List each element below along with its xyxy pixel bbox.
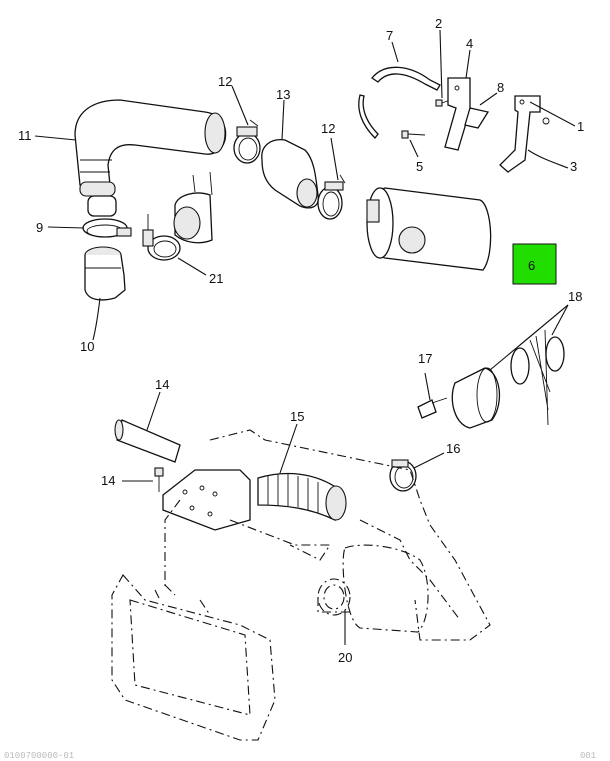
callout-20: 20 (338, 650, 352, 665)
callout-11: 11 (18, 128, 32, 143)
leader-9 (47, 226, 85, 229)
callout-13: 13 (276, 87, 290, 102)
part-5-bolt[interactable] (401, 130, 426, 139)
part-17-bolt[interactable] (417, 397, 448, 419)
callout-18: 18 (568, 289, 582, 304)
callout-21: 21 (209, 271, 223, 286)
callout-15: 15 (290, 409, 304, 424)
leader-18c (551, 304, 569, 336)
leader-1 (529, 101, 576, 127)
part-9-hose-clamp[interactable] (82, 218, 132, 238)
footer-ref-right: 001 (580, 751, 596, 761)
part-16-clamp[interactable] (389, 459, 417, 492)
callout-1: 1 (577, 119, 584, 134)
callout-12a: 12 (218, 74, 232, 89)
part-11-elbow-hose[interactable] (74, 99, 227, 217)
callout-10: 10 (80, 339, 94, 354)
leader-14a (146, 391, 161, 431)
callout-5: 5 (416, 159, 423, 174)
leader-18b (519, 304, 569, 346)
leader-12b (330, 137, 339, 181)
leader-5 (409, 139, 419, 158)
callout-14b: 14 (101, 473, 115, 488)
part-8-bracket[interactable] (444, 77, 490, 151)
leader-13 (281, 99, 285, 141)
part-15-intake-duct[interactable] (162, 469, 347, 531)
leader-11 (34, 135, 77, 141)
part-12-clamp-left[interactable] (233, 119, 261, 164)
leader-2 (439, 29, 443, 99)
callout-8: 8 (497, 80, 504, 95)
callout-4: 4 (466, 36, 473, 51)
callout-2: 2 (435, 16, 442, 31)
callout-7: 7 (386, 28, 393, 43)
phantom-chassis-outline (111, 429, 491, 741)
callout-16: 16 (446, 441, 460, 456)
callout-14a: 14 (155, 377, 169, 392)
part-18-seal-set[interactable] (451, 329, 565, 429)
part-21-clamp[interactable] (142, 214, 181, 261)
callout-6: 6 (528, 258, 535, 273)
callout-9: 9 (36, 220, 43, 235)
part-6-air-cleaner[interactable] (366, 187, 492, 271)
leader-21 (177, 257, 207, 276)
callout-12b: 12 (321, 121, 335, 136)
leader-4 (465, 49, 471, 79)
leader-12a (231, 85, 249, 126)
part-3-bracket[interactable] (499, 95, 550, 173)
leader-16 (413, 452, 445, 469)
leader-15 (279, 423, 298, 474)
part-13-coupling-hose[interactable] (261, 139, 319, 209)
callout-6-highlight-box[interactable] (512, 243, 557, 285)
part-14-sleeve[interactable] (114, 419, 181, 463)
part-10-elbow[interactable] (84, 246, 126, 301)
leader-3 (527, 149, 569, 169)
leader-7 (391, 41, 399, 63)
leader-17 (424, 372, 431, 401)
part-7-strap[interactable] (358, 66, 441, 139)
leader-10 (92, 297, 101, 341)
part-14-bolt[interactable] (154, 467, 164, 492)
leader-8 (479, 92, 498, 106)
callout-17: 17 (418, 351, 432, 366)
callout-3: 3 (570, 159, 577, 174)
part-12-clamp-right[interactable] (317, 174, 346, 220)
turbo-outlet-casting (173, 171, 213, 244)
part-20-air-cleaner-assy[interactable] (317, 544, 429, 633)
footer-ref-left: 0100700000-01 (4, 751, 74, 761)
